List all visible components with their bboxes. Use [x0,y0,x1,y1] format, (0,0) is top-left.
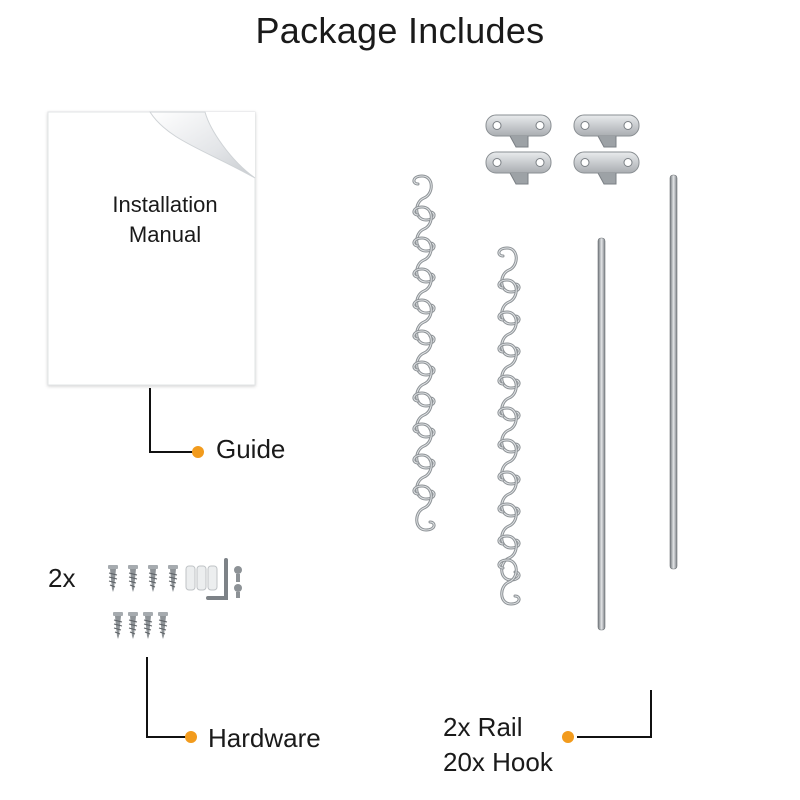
wall-anchor-icon [185,565,218,591]
hardware-dot [185,731,197,743]
page-title: Package Includes [255,10,545,51]
manual-title-line1: Installation [112,192,218,217]
bracket-icon [485,114,640,185]
s-hook-icon [412,174,436,532]
screw-icon [107,564,179,593]
manual-title-line2: Manual [128,222,202,247]
hardware-quantity: 2x [48,563,76,593]
rail-label: 2x Rail [443,712,523,742]
hook-label: 20x Hook [443,747,553,777]
guide-label: Guide [216,434,286,464]
hardware-label: Hardware [208,723,321,753]
guide-dot [192,446,204,458]
manual-booklet-icon [47,111,256,386]
allen-key-icon [206,558,228,600]
rail-icon [597,174,678,631]
rail-hook-dot [562,731,574,743]
